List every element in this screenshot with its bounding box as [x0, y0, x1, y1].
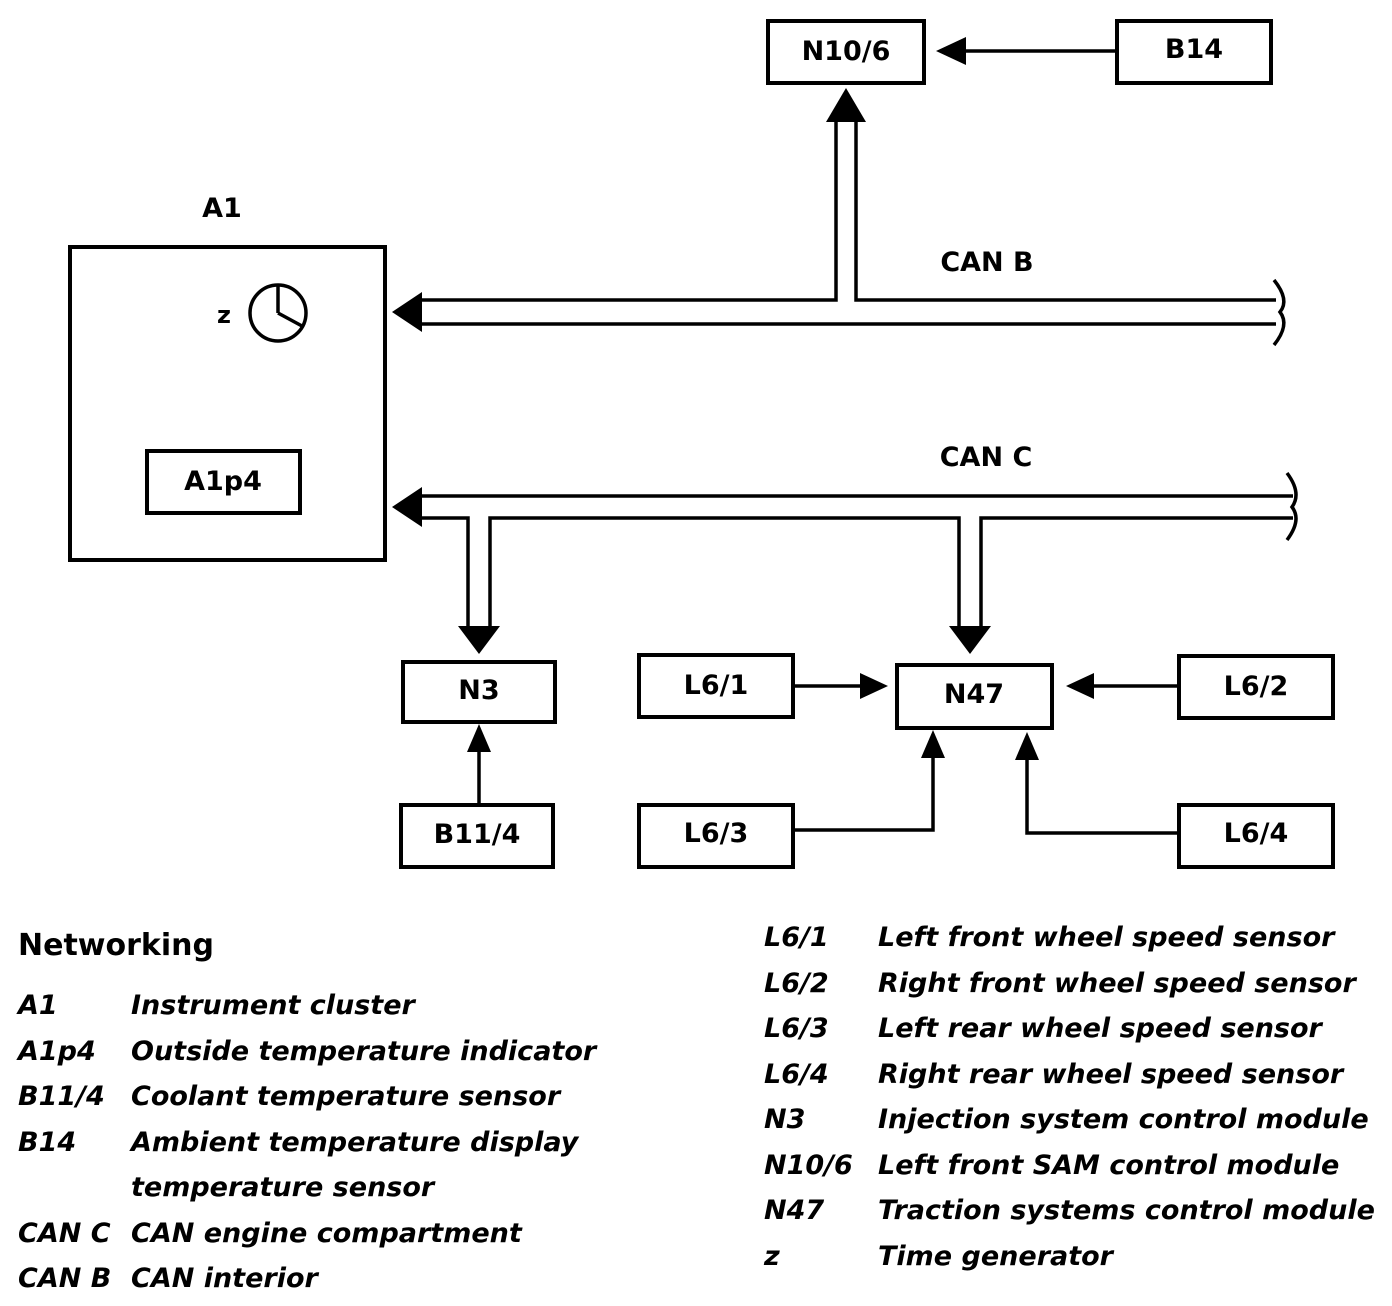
- legend-description: Left front wheel speed sensor: [878, 922, 1335, 953]
- legend-description: Right rear wheel speed sensor: [878, 1058, 1344, 1090]
- legend-row: L6/4 Right rear wheel speed sensor: [764, 1052, 1375, 1098]
- legend-description: Outside temperature indicator: [131, 1035, 597, 1067]
- can-b-label: CAN B: [940, 247, 1033, 278]
- legend-code: [18, 1165, 131, 1211]
- legend-code: z: [764, 1240, 780, 1272]
- b14-label: B14: [1165, 34, 1223, 65]
- legend-row: B14 Ambient temperature display: [18, 1120, 596, 1166]
- legend-row: N3 Injection system control module: [764, 1097, 1375, 1143]
- a1-label: A1: [202, 193, 242, 224]
- legend-row: L6/3 Left rear wheel speed sensor: [764, 1006, 1375, 1052]
- l6-1-label: L6/1: [684, 670, 749, 701]
- n10-6-box: [766, 19, 926, 85]
- l6-3-box: [637, 803, 795, 869]
- b11-4-box: [399, 803, 555, 869]
- legend-row: z Time generator: [764, 1234, 1375, 1280]
- legend-row: A1p4 Outside temperature indicator: [18, 1029, 596, 1075]
- legend-description: Instrument cluster: [131, 990, 415, 1021]
- a1p4-box: [145, 449, 302, 515]
- legend-description: Left front SAM control module: [878, 1149, 1340, 1181]
- legend-code: N10/6: [764, 1149, 853, 1181]
- n47-box: [895, 663, 1054, 730]
- n47-label: N47: [944, 679, 1004, 710]
- l6-4-box: [1177, 803, 1335, 869]
- clock-icon: [248, 283, 308, 343]
- legend-description: Ambient temperature display: [131, 1126, 579, 1158]
- legend-row: CAN B CAN interior: [18, 1256, 596, 1302]
- legend-code: L6/4: [764, 1058, 829, 1090]
- legend-row: N47 Traction systems control module: [764, 1188, 1375, 1234]
- can-c-label: CAN C: [940, 442, 1033, 473]
- legend-code: B14: [18, 1126, 77, 1158]
- n3-box: [401, 660, 557, 724]
- legend-row: L6/2 Right front wheel speed sensor: [764, 961, 1375, 1007]
- b14-box: [1115, 19, 1273, 85]
- legend-code: L6/2: [764, 967, 829, 999]
- legend-description: Right front wheel speed sensor: [878, 967, 1356, 999]
- legend-code: A1p4: [18, 1035, 96, 1067]
- legend-row: L6/1 Left front wheel speed sensor: [764, 915, 1375, 961]
- legend-code: B11/4: [18, 1081, 105, 1112]
- legend-row: A1 Instrument cluster: [18, 983, 596, 1029]
- arrow-l6-1-to-n47: [793, 673, 888, 699]
- legend-code: CAN B: [18, 1263, 112, 1294]
- legend-description: Injection system control module: [878, 1104, 1369, 1135]
- arrow-l6-4-to-n47: [1015, 732, 1179, 835]
- l6-1-box: [637, 653, 795, 719]
- arrow-l6-2-to-n47: [1066, 673, 1179, 699]
- legend-code: L6/1: [764, 922, 829, 953]
- legend-description: Time generator: [878, 1240, 1113, 1272]
- z-label: z: [217, 301, 231, 329]
- n3-label: N3: [458, 675, 499, 706]
- legend-row: temperature sensor: [18, 1165, 596, 1211]
- arrow-b14-to-n10-6: [936, 37, 1117, 65]
- legend-title: Networking: [18, 928, 214, 963]
- legend-description: CAN engine compartment: [131, 1217, 522, 1249]
- legend-row: N10/6 Left front SAM control module: [764, 1143, 1375, 1189]
- can-b-bus: [392, 88, 1286, 347]
- legend-description: CAN interior: [131, 1263, 318, 1294]
- legend-code: N47: [764, 1195, 825, 1226]
- legend-code: CAN C: [18, 1217, 111, 1249]
- legend-row: CAN C CAN engine compartment: [18, 1211, 596, 1257]
- legend-description: temperature sensor: [131, 1172, 435, 1203]
- arrow-b11-4-to-n3: [467, 724, 491, 805]
- legend-description: Coolant temperature sensor: [131, 1081, 561, 1112]
- b11-4-label: B11/4: [434, 819, 521, 850]
- network-diagram: A1 z A1p4 N10/6 B14 CAN B CAN C N3 B11/4: [68, 19, 1335, 869]
- n10-6-label: N10/6: [802, 36, 891, 67]
- legend-code: L6/3: [764, 1013, 829, 1044]
- legend-row: B11/4 Coolant temperature sensor: [18, 1074, 596, 1120]
- l6-3-label: L6/3: [684, 818, 749, 849]
- legend-code: A1: [18, 990, 58, 1021]
- legend-description: Traction systems control module: [878, 1195, 1375, 1226]
- l6-2-label: L6/2: [1224, 671, 1289, 702]
- legend-description: Left rear wheel speed sensor: [878, 1013, 1322, 1044]
- legend-code: N3: [764, 1104, 806, 1135]
- l6-4-label: L6/4: [1224, 818, 1289, 849]
- a1p4-label: A1p4: [184, 466, 262, 497]
- can-c-bus: [392, 471, 1298, 654]
- arrow-l6-3-to-n47: [793, 730, 945, 832]
